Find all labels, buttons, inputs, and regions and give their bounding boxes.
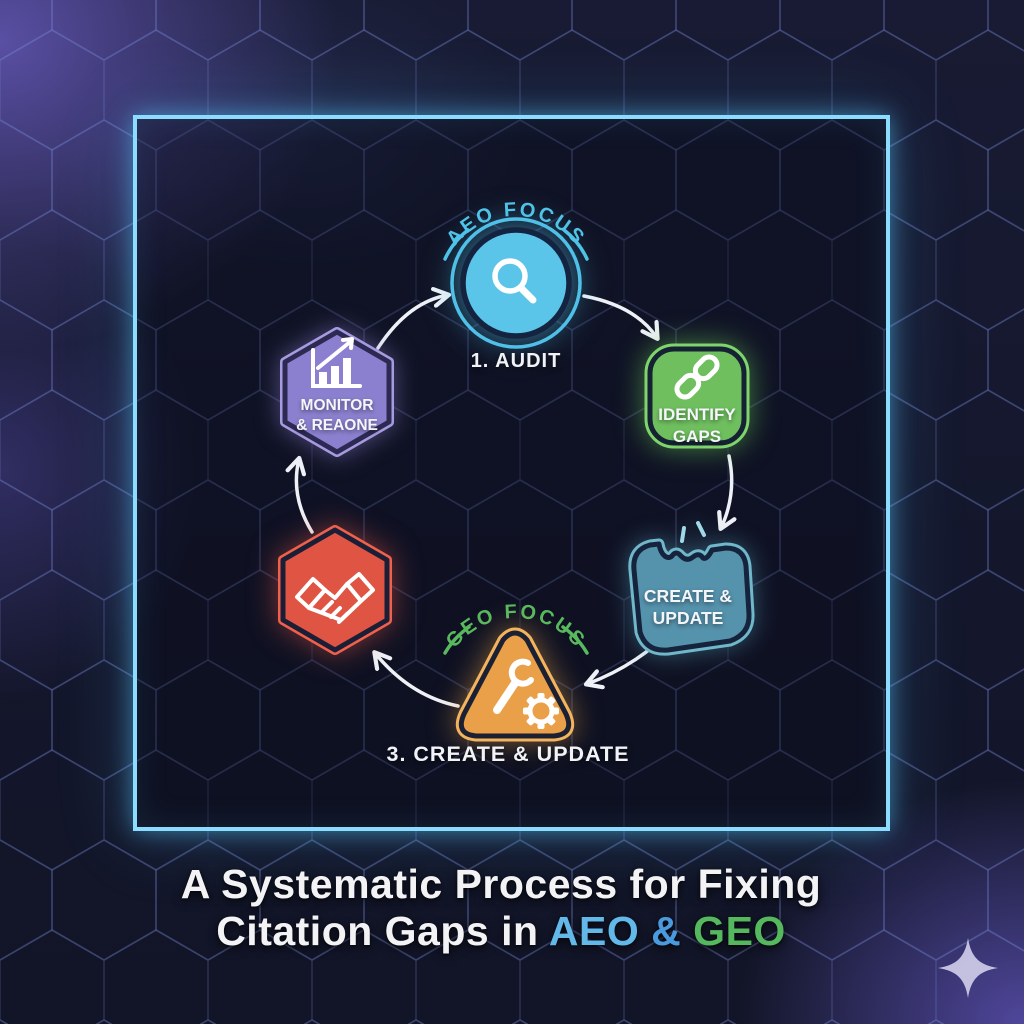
monitor-label-line2: & REAONE (296, 417, 378, 434)
node-create-update-step (455, 627, 575, 742)
handshake-icon (295, 572, 375, 624)
monitor-label-line1: MONITOR (301, 397, 374, 414)
step3-caption: 3. CREATE & UPDATE (387, 742, 630, 766)
aeo-arc-dash-left (443, 228, 470, 261)
identify-label-line1: IDENTIFY (658, 405, 736, 424)
geo-arc-dash-right (561, 625, 589, 655)
partnership-hexagon (280, 527, 390, 653)
identify-label-line2: GAPS (673, 427, 721, 446)
node-monitor-refine: MONITOR & REAONE (280, 327, 394, 457)
arrow-audit-to-identify (582, 294, 660, 341)
arrow-identify-to-create (717, 454, 737, 532)
badge-label-line2: UPDATE (653, 608, 724, 628)
wrench-gear-icon (493, 658, 559, 729)
audit-circle (460, 227, 572, 339)
bar-chart-arrow-icon (311, 337, 362, 388)
arrow-partnership-to-monitor (285, 455, 314, 534)
title-line1: A Systematic Process for Fixing (180, 861, 822, 907)
page-title: A Systematic Process for Fixing Citation… (0, 861, 1002, 955)
title-aeo-text: AEO (548, 908, 640, 954)
cycle-arrows (285, 286, 737, 708)
arrow-step3-to-partnership (372, 650, 460, 708)
title-geo-text: GEO (693, 908, 786, 954)
chain-link-icon (674, 354, 720, 400)
aeo-arc-dash-right (562, 228, 589, 261)
node-partnership (278, 525, 392, 655)
node-audit (450, 217, 582, 349)
identify-square (647, 346, 747, 446)
badge-label-line1: CREATE & (644, 586, 733, 606)
four-point-star-icon (938, 938, 998, 998)
magnifier-icon (492, 258, 537, 304)
audit-outer-ring (450, 217, 582, 349)
arrow-monitor-to-audit (376, 286, 452, 350)
title-ampersand: & (639, 908, 694, 954)
arrow-create-to-step3 (583, 643, 657, 690)
node-create-update-badge: CREATE & UPDATE (628, 521, 755, 656)
badge-shape (631, 541, 752, 653)
title-line2-prefix: Citation Gaps in (216, 908, 549, 954)
title-line2: Citation Gaps in AEO & GEO (0, 908, 1002, 955)
geo-arc-dash-left (443, 625, 471, 655)
audit-caption: 1. AUDIT (471, 350, 562, 372)
bite-crumbs-icon (680, 521, 706, 543)
node-identify-gaps: IDENTIFY GAPS (644, 343, 750, 449)
